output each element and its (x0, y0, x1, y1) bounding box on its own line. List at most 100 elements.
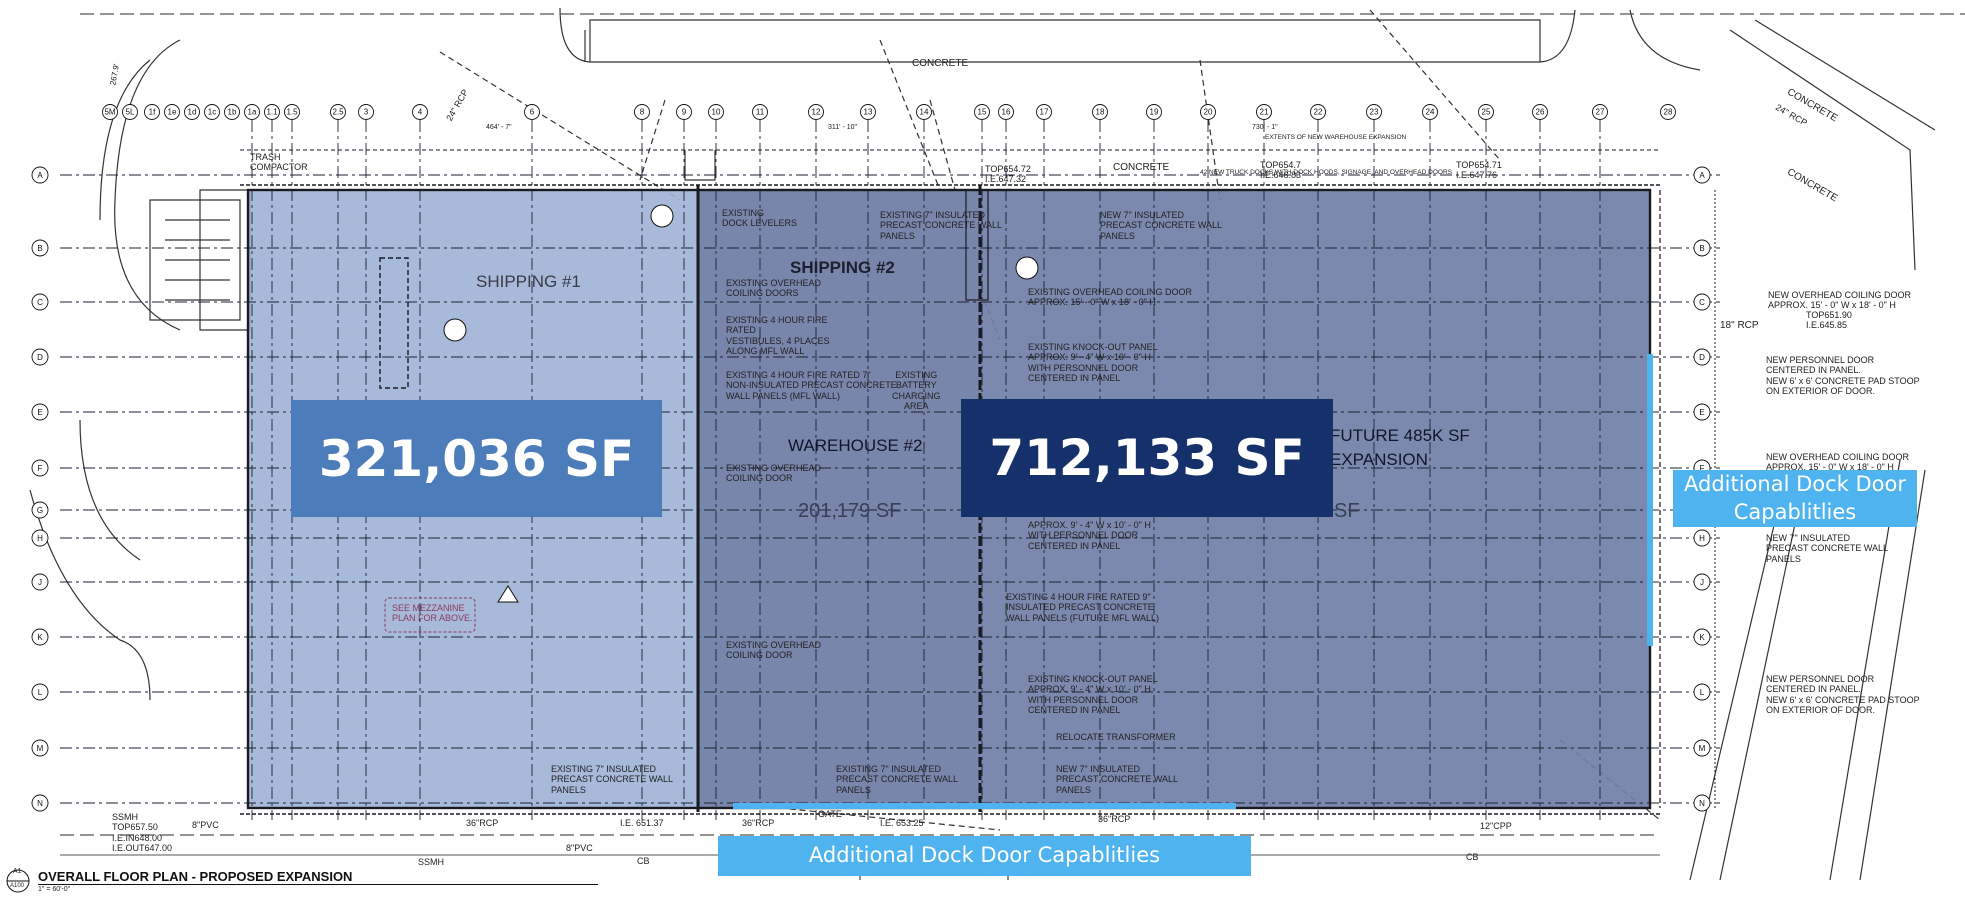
dimension-730: 730' - 1" (1252, 124, 1278, 131)
svg-text:5M: 5M (104, 108, 115, 117)
svg-text:1f: 1f (149, 108, 156, 117)
svg-text:2.5: 2.5 (332, 108, 344, 117)
svg-text:23: 23 (1370, 108, 1379, 117)
grid-bubble-col: 18 (1092, 104, 1108, 120)
note-ovh-coiling-door-2: EXISTING OVERHEAD COILING DOOR (726, 640, 822, 661)
site-label-cb-2: CB (1466, 852, 1479, 862)
svg-text:24: 24 (1426, 108, 1435, 117)
grid-bubble-col: 4 (412, 104, 428, 120)
svg-text:A: A (1699, 171, 1705, 180)
note-existing-ovh-approx: EXISTING OVERHEAD COILING DOOR APPROX. 1… (1028, 287, 1193, 308)
title-sheet-num: A100 (10, 883, 25, 889)
grid-bubble-col: 13 (860, 104, 876, 120)
svg-text:9: 9 (682, 108, 687, 117)
site-label-ie-651: I.E. 651.37 (620, 818, 664, 828)
site-label-cpp-12: 12"CPP (1480, 821, 1512, 831)
site-label-cb-1: CB (637, 856, 650, 866)
note-new-personnel-2: NEW PERSONNEL DOOR CENTERED IN PANEL. NE… (1766, 674, 1920, 716)
grid-bubble-row: N (31, 794, 49, 812)
site-label-concrete-2: CONCRETE (1113, 162, 1170, 173)
svg-text:D: D (37, 353, 43, 362)
svg-text:H: H (1699, 534, 1705, 543)
grid-bubble-col: 1e (164, 104, 180, 120)
svg-text:4: 4 (418, 108, 423, 117)
svg-text:14: 14 (920, 108, 929, 117)
svg-text:F: F (38, 464, 43, 473)
grid-bubble-col: 1f (144, 104, 160, 120)
svg-text:F: F (1700, 464, 1705, 473)
site-label-top-654-7: TOP654.7 I.E.646.83 (1260, 160, 1302, 181)
drawing-title: OVERALL FLOOR PLAN - PROPOSED EXPANSION (38, 869, 353, 884)
svg-text:K: K (37, 633, 43, 642)
grid-bubble-col: 28 (1660, 104, 1676, 120)
note-fire-non-insulated: EXISTING 4 HOUR FIRE RATED 7" NON-INSULA… (726, 370, 897, 401)
expansion-sf-badge: 712,133 SF (961, 399, 1333, 517)
svg-text:E: E (1699, 408, 1704, 417)
grid-bubble-col: 26 (1532, 104, 1548, 120)
grid-bubble-row: J (1693, 573, 1711, 591)
svg-text:6: 6 (530, 108, 535, 117)
grid-bubble-col: 1d (184, 104, 200, 120)
site-label-top-654-71: TOP654.71 I.E.647.76 (1456, 160, 1502, 181)
svg-text:26: 26 (1536, 108, 1545, 117)
site-label-pvc-8-a: 8"PVC (192, 820, 219, 830)
note-new-personnel-1: NEW PERSONNEL DOOR CENTERED IN PANEL. NE… (1766, 355, 1920, 397)
grid-bubble-row: E (31, 403, 49, 421)
svg-text:20: 20 (1204, 108, 1213, 117)
note-new-ovh-2: NEW OVERHEAD COILING DOOR APPROX. 15' - … (1766, 452, 1910, 473)
grid-bubble-col: 1.1 (264, 104, 280, 120)
note-gate: GATE (818, 809, 842, 819)
site-label-concrete-1: CONCRETE (912, 58, 969, 69)
grid-bubble-col: 12 (808, 104, 824, 120)
site-label-top-651: TOP651.90 I.E.645.85 (1806, 310, 1852, 331)
grid-bubble-row: L (1693, 683, 1711, 701)
svg-text:1.5: 1.5 (286, 108, 298, 117)
site-label-top-654-72: TOP654.72 I.E.647.32 (985, 164, 1031, 185)
svg-text:10: 10 (712, 108, 721, 117)
grid-bubble-col: 9 (676, 104, 692, 120)
svg-text:B: B (1699, 244, 1704, 253)
svg-text:22: 22 (1314, 108, 1323, 117)
note-knockout-panel-1: EXISTING KNOCK-OUT PANEL APPROX. 9' - 4"… (1028, 342, 1158, 384)
grid-bubble-row: J (31, 573, 49, 591)
svg-text:11: 11 (756, 108, 765, 117)
grid-bubble-col: 17 (1036, 104, 1052, 120)
grid-bubble-col: 21 (1256, 104, 1272, 120)
note-new-7in-panels-top: NEW 7" INSULATED PRECAST CONCRETE WALL P… (1100, 210, 1223, 241)
grid-bubble-col: 6 (524, 104, 540, 120)
svg-text:1.1: 1.1 (266, 108, 278, 117)
grid-bubble-row: B (31, 239, 49, 257)
grid-bubble-col: 8 (634, 104, 650, 120)
svg-text:C: C (37, 298, 43, 307)
section-markers (384, 204, 1039, 633)
dock-door-callout-bottom: Additional Dock Door Capablitlies (718, 836, 1251, 876)
grid-bubble-col: 2.5 (330, 104, 346, 120)
grid-bubble-row: D (1693, 348, 1711, 366)
site-label-ie-653: I.E. 653.25 (880, 818, 924, 828)
grid-bubble-col: 14 (916, 104, 932, 120)
grid-bubble-col: 5L (122, 104, 138, 120)
svg-text:G: G (37, 506, 43, 515)
svg-text:M: M (1699, 744, 1706, 753)
dimension-464: 464' - 7" (486, 124, 512, 131)
grid-bubble-row: C (1693, 293, 1711, 311)
site-label-rcp-18: 18" RCP (1720, 320, 1759, 331)
note-ovh-coiling-door-1: EXISTING OVERHEAD COILING DOOR (726, 463, 822, 484)
svg-text:1c: 1c (208, 108, 216, 117)
site-label-rcp-36-a: 36"RCP (466, 818, 499, 828)
site-label-ssmh-left: SSMH TOP657.50 I.E.IN648.00 I.E.OUT647.0… (112, 812, 173, 854)
grid-bubble-col: 22 (1310, 104, 1326, 120)
note-trash-compactor: TRASH COMPACTOR (250, 152, 308, 173)
svg-text:H: H (37, 534, 43, 543)
svg-text:1e: 1e (168, 108, 177, 117)
svg-text:1d: 1d (188, 108, 197, 117)
dock-door-callout-right: Additional Dock Door Capablitlies (1673, 470, 1917, 527)
note-existing-7in-bottom-left: EXISTING 7" INSULATED PRECAST CONCRETE W… (551, 764, 674, 795)
note-mezzanine: SEE MEZZANINE PLAN FOR ABOVE. (392, 603, 473, 624)
note-new-7in-bottom: NEW 7" INSULATED PRECAST CONCRETE WALL P… (1056, 764, 1179, 795)
svg-text:17: 17 (1040, 108, 1049, 117)
svg-text:D: D (1699, 353, 1705, 362)
dock-door-highlight-right (1647, 354, 1653, 646)
grid-bubble-row: N (1693, 794, 1711, 812)
room-label-warehouse2-sf: 201,179 SF (798, 500, 902, 522)
